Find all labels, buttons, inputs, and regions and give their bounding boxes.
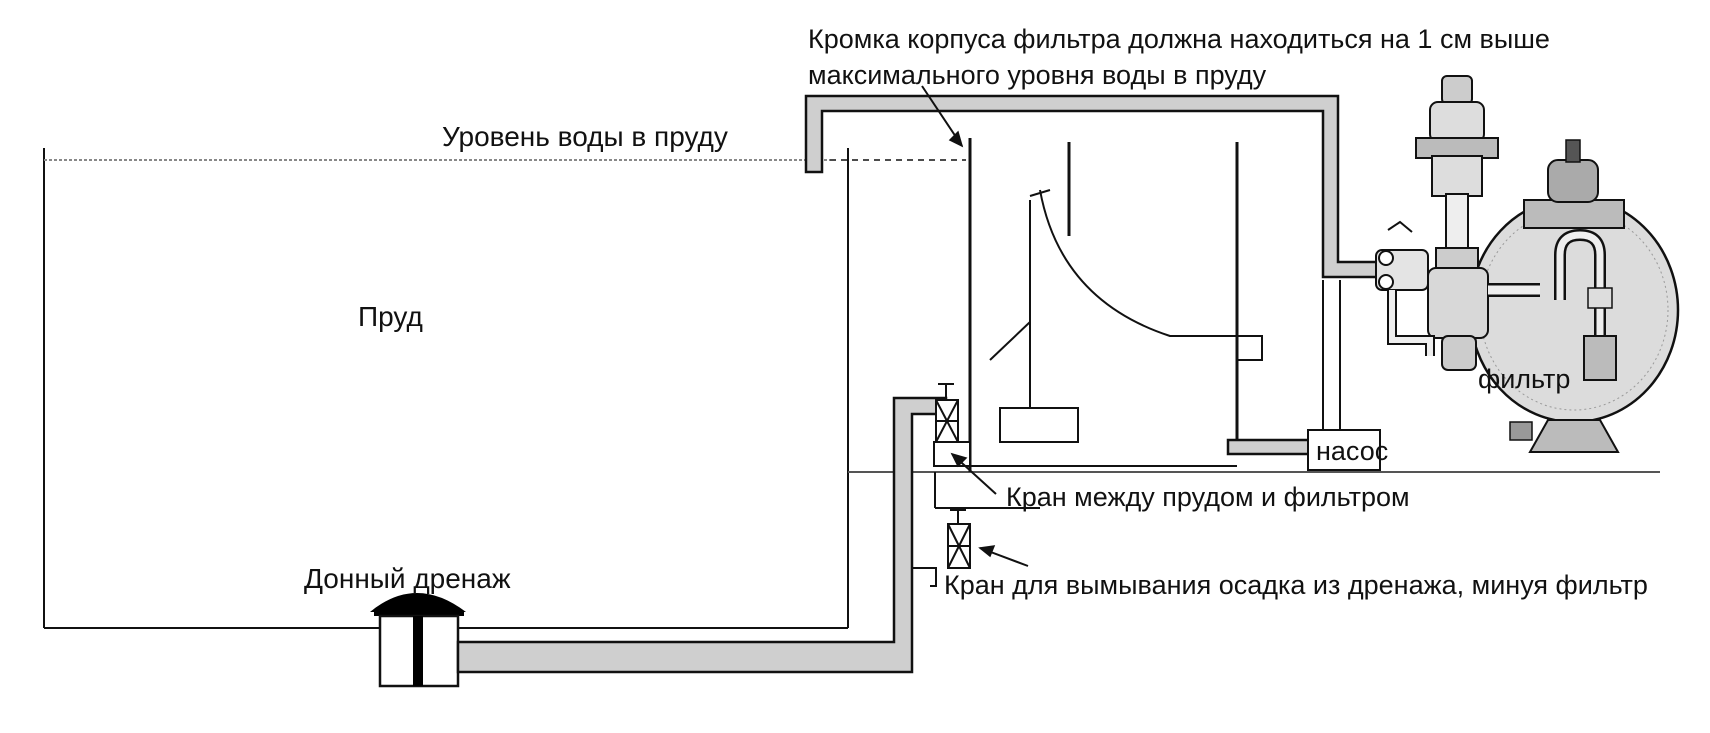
bottom-drain-label: Донный дренаж	[304, 563, 511, 594]
pump-box	[1307, 280, 1381, 471]
chamber-to-pump-pipe	[1226, 438, 1312, 456]
pond-basin	[43, 148, 1660, 629]
multiport-valve-illustration	[1375, 75, 1540, 371]
valve-pond-filter	[933, 383, 971, 467]
filter-edge-note-line2: максимального уровня воды в пруду	[808, 60, 1267, 90]
filter-chamber	[968, 138, 1263, 472]
pond-label: Пруд	[358, 301, 423, 332]
float-block	[999, 407, 1079, 443]
filter-label: фильтр	[1478, 364, 1570, 394]
filter-edge-note-line1: Кромка корпуса фильтра должна находиться…	[808, 24, 1550, 54]
bottom-drain	[370, 593, 466, 688]
drain-pipe	[456, 396, 948, 674]
sand-filter-illustration	[1468, 139, 1680, 453]
pond-overflow-pipe	[804, 94, 1382, 279]
flush-valve	[912, 472, 1040, 587]
water-level-label: Уровень воды в пруду	[442, 121, 728, 152]
valve-pond-filter-label: Кран между прудом и фильтром	[1006, 482, 1410, 512]
flush-valve-label: Кран для вымывания осадка из дренажа, ми…	[944, 570, 1648, 600]
pump-label: насос	[1316, 436, 1388, 466]
annotation-arrows	[921, 85, 1029, 567]
drain-cap	[370, 593, 466, 612]
